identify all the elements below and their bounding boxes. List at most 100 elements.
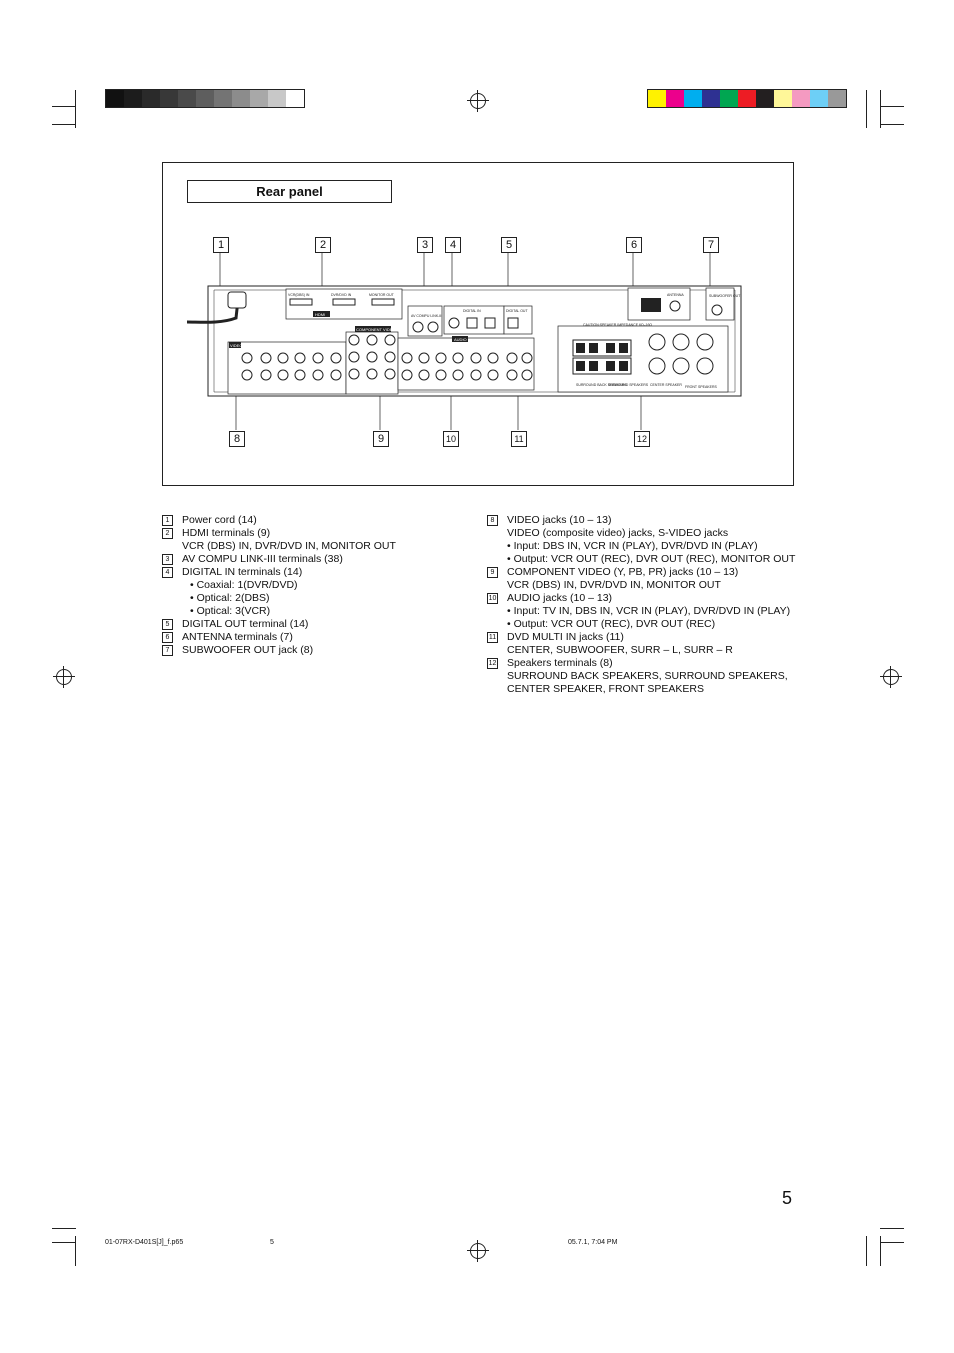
crop-mark: [52, 106, 76, 107]
callout-3: 3: [417, 237, 433, 253]
item-bullet: • Output: VCR OUT (REC), DVR OUT (REC): [507, 618, 716, 630]
color-swatch: [738, 90, 756, 107]
color-swatch: [792, 90, 810, 107]
list-item: 12 Speakers terminals (8): [487, 657, 795, 670]
crop-mark: [866, 90, 867, 128]
crop-mark: [52, 1242, 76, 1243]
item-title: COMPONENT VIDEO (Y, PB, PR) jacks (10 – …: [507, 566, 739, 578]
item-number: 10: [487, 593, 498, 604]
gray-swatch: [286, 90, 304, 107]
color-swatch: [684, 90, 702, 107]
item-detail: SURROUND BACK SPEAKERS, SURROUND SPEAKER…: [507, 670, 788, 682]
item-detail: VIDEO (composite video) jacks, S-VIDEO j…: [507, 527, 729, 539]
gray-swatch: [124, 90, 142, 107]
digital-out-label: DIGITAL OUT: [506, 309, 528, 313]
crop-mark: [75, 1236, 76, 1266]
gray-swatch: [268, 90, 286, 107]
callout-7: 7: [703, 237, 719, 253]
gray-swatch: [142, 90, 160, 107]
hdmi-dvr-label: DVR/DVD IN: [331, 293, 352, 297]
gray-swatch: [178, 90, 196, 107]
callout-11: 11: [511, 431, 527, 447]
list-item: 5 DIGITAL OUT terminal (14): [162, 618, 396, 631]
color-swatch: [756, 90, 774, 107]
callout-10: 10: [443, 431, 459, 447]
surround-label: SURROUND SPEAKERS: [608, 383, 649, 387]
item-detail: CENTER SPEAKER, FRONT SPEAKERS: [507, 683, 705, 695]
item-title: DIGITAL OUT terminal (14): [182, 618, 309, 630]
item-number: 9: [487, 567, 498, 578]
hdmi-logo: HDMI: [315, 312, 325, 317]
item-number: 7: [162, 645, 173, 656]
color-swatch: [720, 90, 738, 107]
callout-5: 5: [501, 237, 517, 253]
color-swatch: [774, 90, 792, 107]
gray-swatch: [214, 90, 232, 107]
item-number: 8: [487, 515, 498, 526]
gray-swatch: [250, 90, 268, 107]
item-bullet: • Optical: 2(DBS): [190, 592, 270, 604]
item-title: AUDIO jacks (10 – 13): [507, 592, 613, 604]
crop-mark: [880, 1242, 904, 1243]
item-number: 12: [487, 658, 498, 669]
subwoofer-out-label: SUBWOOFER OUT: [709, 294, 741, 298]
center-label: CENTER SPEAKER: [650, 383, 682, 387]
list-item: 7 SUBWOOFER OUT jack (8): [162, 644, 396, 657]
gray-swatch: [196, 90, 214, 107]
crop-mark: [880, 124, 904, 125]
item-number: 11: [487, 632, 498, 643]
list-item: 11 DVD MULTI IN jacks (11): [487, 631, 795, 644]
hdmi-vcr-label: VCR(DBS) IN: [288, 293, 310, 297]
surround-back-label: SURROUND BACK SPEAKERS: [576, 383, 627, 387]
video-label: VIDEO: [230, 343, 242, 348]
front-label: FRONT SPEAKERS: [685, 385, 717, 389]
callout-12: 12: [634, 431, 650, 447]
item-title: SUBWOOFER OUT jack (8): [182, 644, 314, 656]
crop-mark: [52, 1228, 76, 1229]
crop-mark: [52, 124, 76, 125]
callout-4: 4: [445, 237, 461, 253]
color-swatch: [810, 90, 828, 107]
list-item: 4 DIGITAL IN terminals (14): [162, 566, 396, 579]
crop-mark: [880, 1236, 881, 1266]
registration-mark-icon: [880, 666, 902, 688]
item-title: AV COMPU LINK-III terminals (38): [182, 553, 343, 565]
color-swatch: [702, 90, 720, 107]
item-title: DIGITAL IN terminals (14): [182, 566, 303, 578]
item-detail: CENTER, SUBWOOFER, SURR – L, SURR – R: [507, 644, 733, 656]
crop-mark: [75, 90, 76, 128]
item-number: 4: [162, 567, 173, 578]
item-title: Speakers terminals (8): [507, 657, 613, 669]
callout-8: 8: [229, 431, 245, 447]
list-item: 10 AUDIO jacks (10 – 13): [487, 592, 795, 605]
item-title: DVD MULTI IN jacks (11): [507, 631, 624, 643]
item-number: 5: [162, 619, 173, 630]
callout-9: 9: [373, 431, 389, 447]
crop-mark: [880, 90, 881, 128]
list-item: 8 VIDEO jacks (10 – 13): [487, 514, 795, 527]
callout-2: 2: [315, 237, 331, 253]
digital-in-label: DIGITAL IN: [463, 309, 481, 313]
item-number: 2: [162, 528, 173, 539]
component-video-label: COMPONENT VIDEO: [356, 327, 396, 332]
item-bullet: • Optical: 3(VCR): [190, 605, 271, 617]
color-swatch: [666, 90, 684, 107]
item-title: Power cord (14): [182, 514, 257, 526]
av-compu-label: AV COMPU LINK-III: [411, 314, 442, 318]
crop-mark: [866, 1236, 867, 1266]
color-swatch: [648, 90, 666, 107]
item-bullet: • Input: DBS IN, VCR IN (PLAY), DVR/DVD …: [507, 540, 758, 552]
item-detail: VCR (DBS) IN, DVR/DVD IN, MONITOR OUT: [507, 579, 721, 591]
item-number: 6: [162, 632, 173, 643]
item-title: VIDEO jacks (10 – 13): [507, 514, 612, 526]
item-number: 1: [162, 515, 173, 526]
page-number: 5: [782, 1188, 793, 1208]
gray-swatch: [106, 90, 124, 107]
antenna-label: ANTENNA: [667, 293, 684, 297]
color-swatch: [828, 90, 846, 107]
right-feature-list: 8 VIDEO jacks (10 – 13)VIDEO (composite v…: [487, 514, 795, 696]
